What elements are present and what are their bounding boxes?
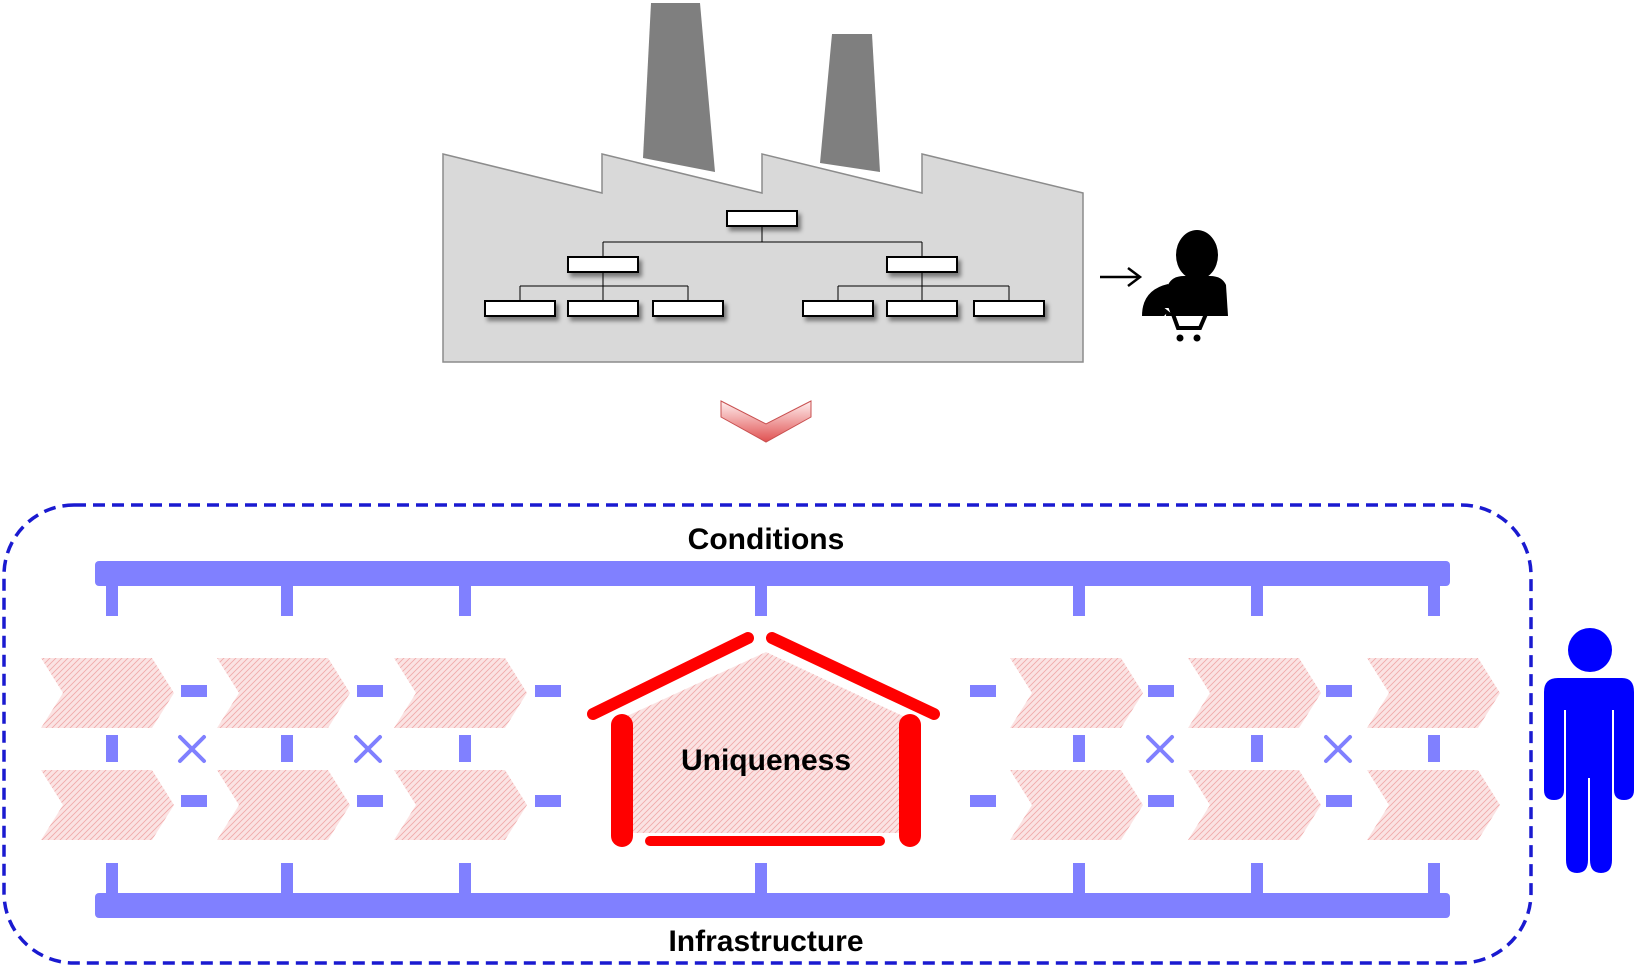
conditions-rail bbox=[95, 561, 1450, 616]
org-box-mid-left bbox=[567, 256, 639, 273]
process-chevron bbox=[217, 770, 350, 840]
org-box-leaf bbox=[886, 300, 958, 317]
org-box-leaf bbox=[484, 300, 556, 317]
org-chart bbox=[519, 226, 1010, 301]
org-box-mid-right bbox=[886, 256, 958, 273]
process-chevron bbox=[1367, 658, 1500, 728]
uniqueness-label: Uniqueness bbox=[681, 744, 851, 777]
system-boundary bbox=[2, 503, 1533, 965]
chevron-down-icon bbox=[720, 400, 812, 443]
house-fill bbox=[625, 652, 905, 833]
cross-marks bbox=[178, 735, 1352, 763]
org-box-leaf bbox=[567, 300, 639, 317]
process-chevron bbox=[1367, 770, 1500, 840]
process-chevron bbox=[41, 658, 174, 728]
factory-building bbox=[442, 153, 1084, 363]
org-box-leaf bbox=[973, 300, 1045, 317]
process-chevron bbox=[1188, 770, 1321, 840]
org-box-leaf bbox=[802, 300, 874, 317]
process-chevrons bbox=[41, 658, 1500, 840]
arrow-right-icon bbox=[1100, 267, 1143, 287]
org-box-leaf bbox=[652, 300, 724, 317]
process-chevron bbox=[1010, 658, 1143, 728]
process-chevron bbox=[41, 770, 174, 840]
conditions-label: Conditions bbox=[688, 523, 845, 556]
process-chevron bbox=[217, 658, 350, 728]
process-chevron bbox=[394, 658, 527, 728]
cross-icon bbox=[1324, 735, 1352, 763]
person-icon bbox=[1544, 628, 1634, 873]
process-dashes bbox=[181, 685, 1352, 807]
cross-icon bbox=[354, 735, 382, 763]
chimney-right bbox=[820, 34, 880, 172]
process-chevron bbox=[394, 770, 527, 840]
infrastructure-label: Infrastructure bbox=[668, 925, 863, 958]
factory-icon bbox=[442, 3, 1084, 363]
customer-with-cart-icon bbox=[1142, 230, 1228, 342]
org-box-root bbox=[726, 210, 798, 227]
cross-icon bbox=[1146, 735, 1174, 763]
infrastructure-rail bbox=[95, 863, 1450, 918]
chimney-left bbox=[643, 3, 715, 172]
org-chart-boxes bbox=[484, 210, 1045, 317]
uniqueness-house: Uniqueness bbox=[587, 632, 940, 847]
process-chevron bbox=[1010, 770, 1143, 840]
process-chevron bbox=[1188, 658, 1321, 728]
column-connectors bbox=[106, 735, 1440, 762]
cross-icon bbox=[178, 735, 206, 763]
